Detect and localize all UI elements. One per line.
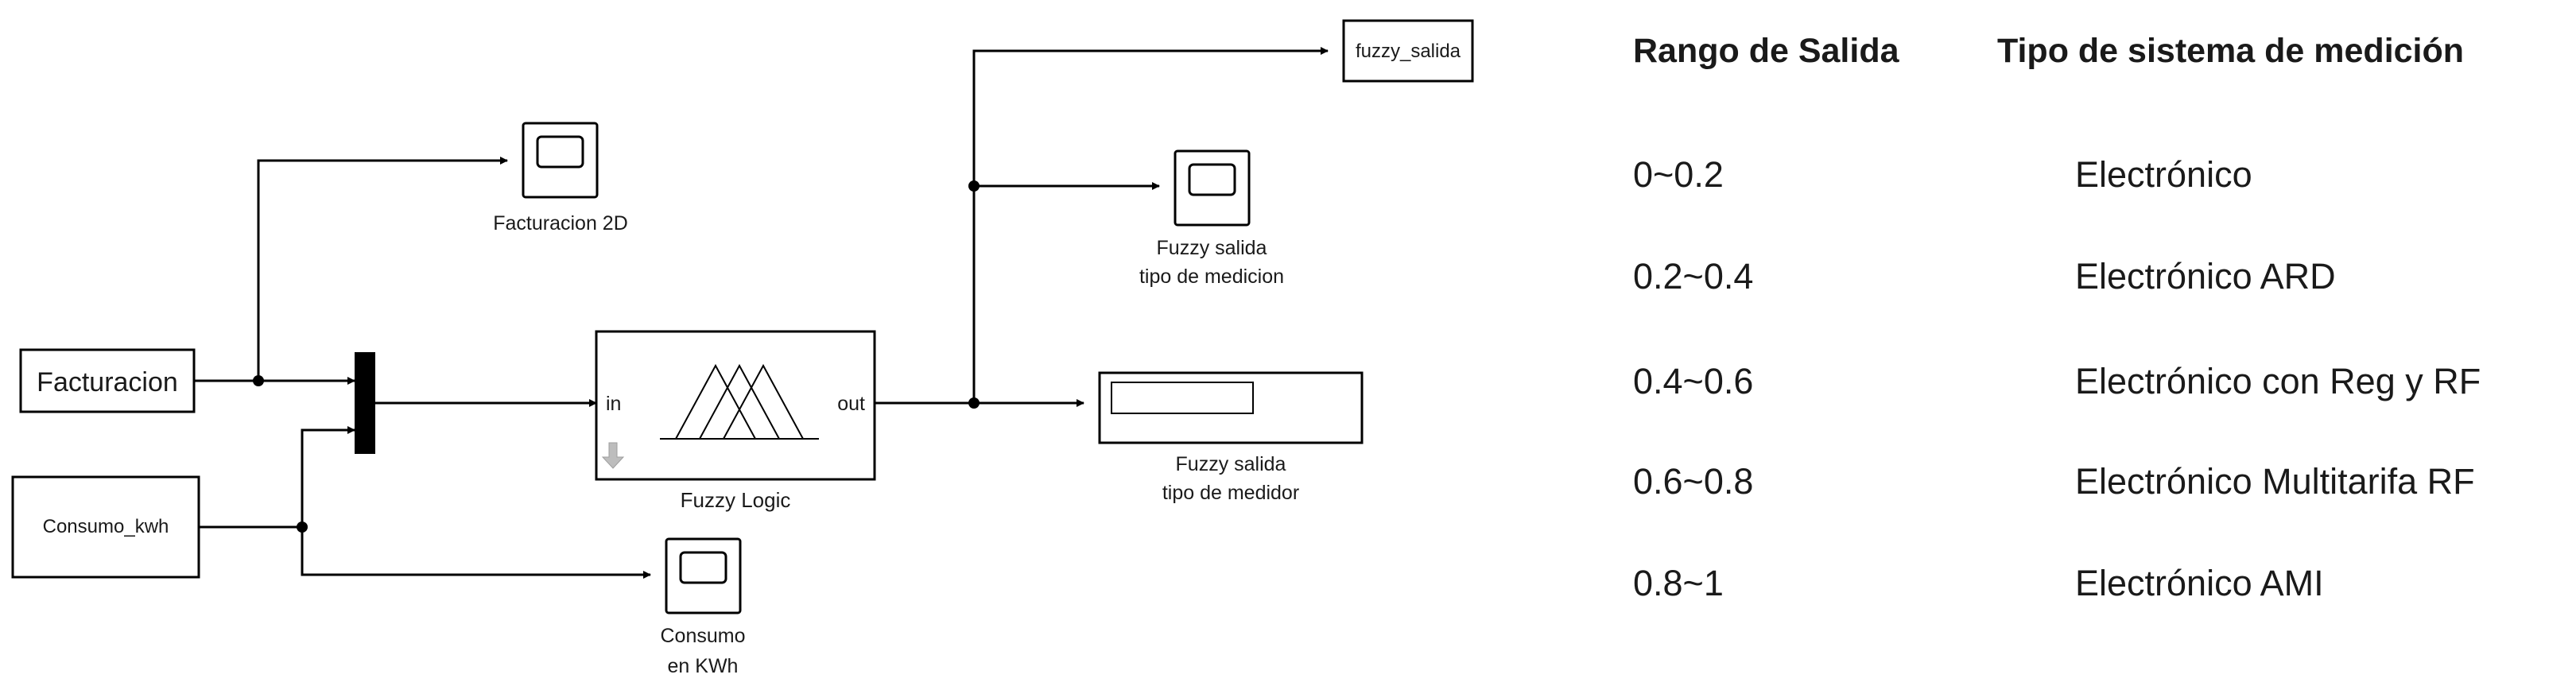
wire-facturacion-to-scope[interactable] — [257, 157, 508, 381]
facturacion-block[interactable]: Facturacion — [19, 348, 196, 413]
consumo-scope[interactable] — [665, 537, 742, 614]
table-cell-range: 0.2~0.4 — [1633, 256, 1754, 297]
mux-block[interactable] — [355, 352, 375, 454]
table-header-type: Tipo de sistema de medición — [1997, 32, 2465, 70]
facturacion-label: Facturacion — [37, 367, 178, 397]
table-cell-type: Electrónico ARD — [2075, 256, 2336, 297]
scope-icon — [679, 551, 727, 584]
table-cell-type: Electrónico Multitarifa RF — [2075, 461, 2475, 502]
wire-consumo-to-scope[interactable] — [301, 527, 651, 579]
display-readout — [1111, 382, 1254, 414]
consumo-kwh-label: Consumo_kwh — [43, 516, 169, 537]
facturacion-2d-label: Facturacion 2D — [493, 212, 628, 235]
consumo-kwh-block[interactable]: Consumo_kwh — [11, 475, 200, 579]
table-cell-type: Electrónico con Reg y RF — [2075, 361, 2481, 401]
table-cell-range: 0.6~0.8 — [1633, 461, 1754, 502]
wire-out-to-fuzzy-salida[interactable] — [972, 47, 1329, 403]
table-cell-type: Electrónico AMI — [2075, 563, 2324, 603]
fuzzy-salida-workspace-block[interactable]: fuzzy_salida — [1342, 19, 1474, 83]
consumo-scope-label-line2: en KWh — [668, 655, 739, 677]
facturacion-2d-scope[interactable] — [522, 122, 599, 199]
display-block[interactable] — [1098, 371, 1364, 444]
fuzzy-in-port-label: in — [606, 393, 621, 415]
table-cell-range: 0.8~1 — [1633, 563, 1724, 603]
fuzzy-logic-block[interactable]: in out — [595, 330, 876, 481]
signal-lines — [194, 47, 1329, 579]
simulink-diagram: Facturacion Consumo_kwh in out Fuzzy Log… — [11, 19, 1474, 677]
fuzzy-logic-label: Fuzzy Logic — [681, 488, 791, 512]
fuzzy-scope-label-line1: Fuzzy salida — [1157, 237, 1267, 259]
wire-consumo-to-mux[interactable] — [301, 426, 355, 527]
membership-functions-icon — [660, 363, 819, 440]
fuzzy-salida-scope[interactable] — [1174, 149, 1251, 227]
table-cell-range: 0~0.2 — [1633, 154, 1724, 195]
down-arrow-icon — [601, 442, 625, 469]
table-cell-range: 0.4~0.6 — [1633, 361, 1754, 401]
fuzzy-salida-label: fuzzy_salida — [1356, 41, 1461, 62]
display-label-line1: Fuzzy salida — [1176, 453, 1286, 475]
scope-icon — [1188, 163, 1236, 196]
scope-icon — [536, 135, 584, 169]
fuzzy-scope-label-line2: tipo de medicion — [1139, 266, 1284, 288]
table-header-range: Rango de Salida — [1633, 32, 1899, 70]
display-label-line2: tipo de medidor — [1162, 482, 1299, 504]
table-cell-type: Electrónico — [2075, 154, 2252, 195]
consumo-scope-label-line1: Consumo — [661, 625, 746, 647]
fuzzy-out-port-label: out — [837, 393, 865, 415]
